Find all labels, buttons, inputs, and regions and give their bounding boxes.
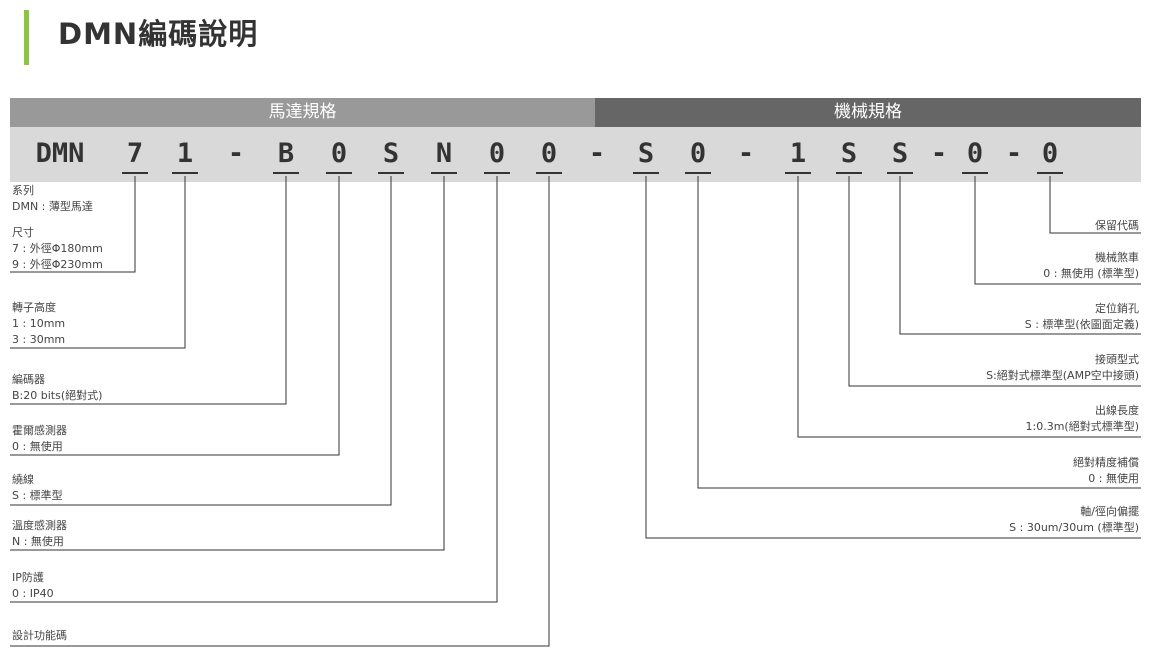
code-char-dash: - (930, 138, 948, 169)
label-reserved: 保留代碼 (1095, 219, 1139, 232)
connector-line-temp-sensor (10, 176, 445, 551)
connector-line-accuracy (697, 176, 1141, 489)
code-underline (633, 172, 659, 174)
code-char-connector: S (840, 138, 858, 169)
code-underline (1037, 172, 1063, 174)
code-char-dash: - (1005, 138, 1023, 169)
code-char-dash: - (227, 138, 245, 169)
code-char-design: 0 (540, 138, 558, 169)
code-char-hall-sensor: 0 (330, 138, 348, 169)
code-char-accuracy: 0 (689, 138, 707, 169)
code-char-dash: - (588, 138, 606, 169)
connector-line-design (10, 176, 550, 647)
title-accent-bar (24, 10, 29, 65)
code-underline (122, 172, 148, 174)
connector-line-cable-length (797, 176, 1141, 438)
code-char-dowel-pin: S (891, 138, 909, 169)
connector-line-brake (974, 176, 1141, 285)
code-char-cable-length: 1 (789, 138, 807, 169)
code-underline (785, 172, 811, 174)
code-underline (484, 172, 510, 174)
code-underline (962, 172, 988, 174)
code-char-reserved: 0 (1041, 138, 1059, 169)
code-char-temp-sensor: N (435, 138, 453, 169)
code-char-dash: - (737, 138, 755, 169)
code-char-ip: 0 (488, 138, 506, 169)
motor-spec-header: 馬達規格 (10, 98, 595, 127)
mechanical-spec-header: 機械規格 (595, 98, 1141, 127)
code-char-brake: 0 (966, 138, 984, 169)
code-char-winding: S (382, 138, 400, 169)
code-char-runout: S (637, 138, 655, 169)
connector-line-encoder (10, 176, 287, 405)
page-title: DMN編碼說明 (58, 17, 259, 51)
connector-line-winding (10, 176, 392, 506)
code-underline (887, 172, 913, 174)
code-char-encoder: B (277, 138, 295, 169)
connector-line-reserved (1049, 176, 1141, 234)
code-underline (685, 172, 711, 174)
code-underline (536, 172, 562, 174)
connector-line-rotor-height (10, 176, 186, 349)
connector-line-dowel-pin (899, 176, 1141, 335)
connector-line-connector (848, 176, 1141, 387)
connector-line-size (10, 176, 136, 273)
code-char-series: DMN (35, 138, 85, 169)
code-underline (378, 172, 404, 174)
code-underline (273, 172, 299, 174)
connector-line-hall-sensor (10, 176, 340, 456)
code-underline (172, 172, 198, 174)
connector-line-runout (645, 176, 1141, 539)
code-char-rotor-height: 1 (176, 138, 194, 169)
label-design: 設計功能碼 (12, 629, 67, 642)
code-band (10, 127, 1141, 182)
code-char-size: 7 (126, 138, 144, 169)
code-underline (326, 172, 352, 174)
connector-line-ip (10, 176, 498, 603)
code-underline (836, 172, 862, 174)
code-underline (431, 172, 457, 174)
